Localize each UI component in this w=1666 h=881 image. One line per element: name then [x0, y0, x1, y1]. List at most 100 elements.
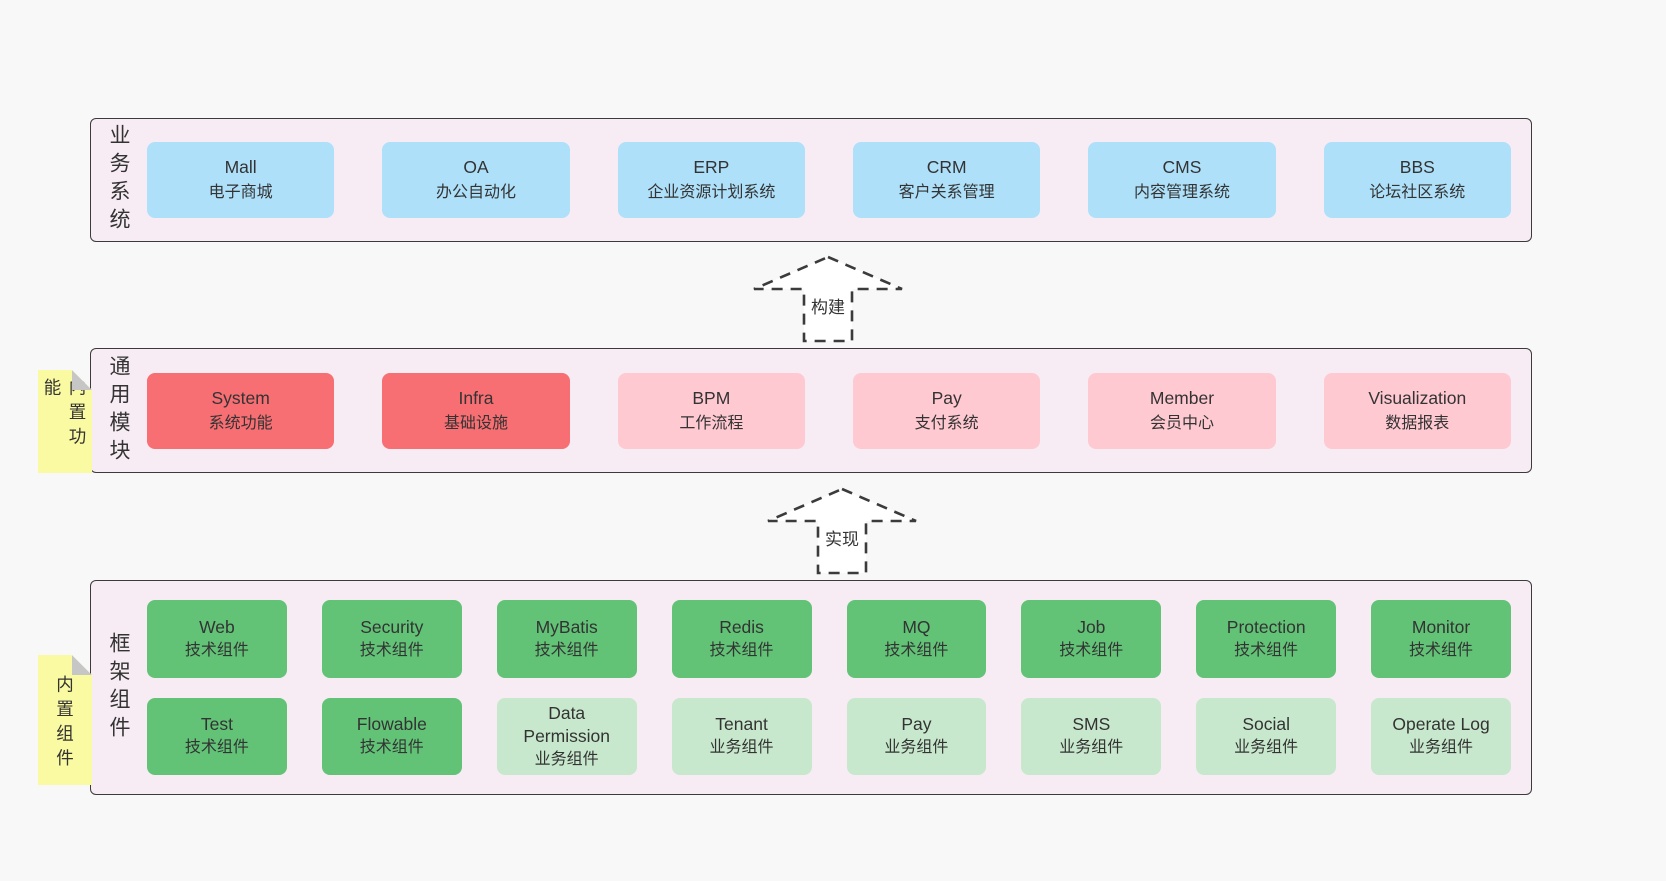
- common-modules-label: 通用模块: [107, 354, 130, 467]
- box-subtitle: 技术组件: [359, 641, 424, 659]
- box-title: BPM: [692, 387, 731, 408]
- diagram-box-pay: Pay 业务组件: [846, 697, 987, 775]
- box-subtitle: 技术组件: [709, 641, 774, 659]
- built-in-components-tab-label: 内置组件: [54, 675, 75, 773]
- box-subtitle: 技术组件: [359, 739, 424, 757]
- box-title: Infra: [458, 387, 494, 408]
- box-subtitle: 业务组件: [1409, 739, 1474, 757]
- business-systems-boxes: Mall 电子商城 OA 办公自动化 ERP 企业资源计划系统 CRM 客户关系管理 CMS 内容…: [145, 119, 1531, 241]
- diagram-box-social: Social 业务组件: [1196, 697, 1337, 775]
- box-subtitle: 支付系统: [914, 414, 979, 432]
- box-title: Social: [1242, 714, 1291, 735]
- box-title: SMS: [1072, 714, 1111, 735]
- box-title: Job: [1077, 616, 1106, 637]
- box-subtitle: 技术组件: [1059, 641, 1124, 659]
- box-subtitle: 业务组件: [1059, 739, 1124, 757]
- box-title: Data Permission: [523, 702, 610, 746]
- diagram-box-erp: ERP 企业资源计划系统: [617, 142, 805, 218]
- diagram-box-test: Test 技术组件: [147, 697, 287, 775]
- box-subtitle: 业务组件: [709, 739, 774, 757]
- box-title: Monitor: [1411, 616, 1471, 637]
- folded-corner-icon: [72, 370, 92, 390]
- box-title: CMS: [1162, 157, 1202, 177]
- framework-components-label: 框架组件: [107, 631, 130, 744]
- box-title: BBS: [1399, 157, 1435, 177]
- diagram-box-cms: CMS 内容管理系统: [1088, 142, 1276, 218]
- folded-corner-icon: [72, 655, 92, 675]
- box-title: Flowable: [356, 714, 427, 735]
- box-title: Pay: [931, 387, 962, 408]
- diagram-box-data-permission: Data Permission 业务组件: [496, 697, 637, 775]
- box-subtitle: 论坛社区系统: [1369, 184, 1466, 201]
- box-title: Test: [200, 714, 233, 735]
- box-subtitle: 技术组件: [184, 739, 249, 757]
- diagram-box-protection: Protection 技术组件: [1196, 600, 1337, 678]
- box-subtitle: 办公自动化: [435, 184, 516, 201]
- box-title: Protection: [1226, 616, 1306, 637]
- box-title: ERP: [693, 157, 730, 177]
- box-subtitle: 技术组件: [884, 641, 949, 659]
- box-subtitle: 数据报表: [1385, 414, 1450, 432]
- diagram-box-sms: SMS 业务组件: [1021, 697, 1162, 775]
- implement-arrow-label: 实现: [823, 524, 861, 551]
- box-subtitle: 客户关系管理: [898, 184, 995, 201]
- diagram-box-crm: CRM 客户关系管理: [852, 142, 1041, 218]
- box-subtitle: 业务组件: [534, 750, 599, 768]
- diagram-box-member: Member 会员中心: [1088, 372, 1276, 449]
- diagram-box-bbs: BBS 论坛社区系统: [1323, 142, 1511, 218]
- build-arrow-label: 构建: [809, 292, 847, 319]
- built-in-features-tab: 内置功能: [38, 370, 92, 473]
- box-subtitle: 技术组件: [1234, 641, 1299, 659]
- diagram-box-security: Security 技术组件: [321, 600, 462, 678]
- diagram-box-tenant: Tenant 业务组件: [671, 697, 812, 775]
- diagram-box-operate-log: Operate Log 业务组件: [1371, 697, 1511, 775]
- box-subtitle: 内容管理系统: [1133, 184, 1230, 201]
- diagram-box-flowable: Flowable 技术组件: [321, 697, 462, 775]
- box-subtitle: 企业资源计划系统: [647, 184, 776, 201]
- box-title: Operate Log: [1392, 714, 1490, 735]
- box-title: OA: [463, 157, 489, 177]
- built-in-components-tab: 内置组件: [38, 655, 92, 785]
- box-title: Visualization: [1368, 387, 1467, 408]
- box-title: Web: [199, 616, 235, 637]
- box-title: Security: [360, 616, 424, 637]
- diagram-box-mall: Mall 电子商城: [147, 142, 335, 218]
- diagram-box-web: Web 技术组件: [147, 600, 287, 678]
- box-title: Pay: [901, 714, 932, 735]
- box-title: Member: [1149, 387, 1215, 408]
- build-arrow: 构建: [746, 254, 910, 344]
- box-subtitle: 电子商城: [208, 184, 273, 201]
- diagram-box-pay: Pay 支付系统: [852, 372, 1041, 449]
- box-subtitle: 系统功能: [208, 414, 273, 432]
- box-subtitle: 业务组件: [1234, 739, 1299, 757]
- diagram-box-bpm: BPM 工作流程: [617, 372, 805, 449]
- diagram-box-oa: OA 办公自动化: [382, 142, 570, 218]
- diagram-box-visualization: Visualization 数据报表: [1323, 372, 1511, 449]
- box-title: CRM: [926, 157, 967, 177]
- diagram-box-job: Job 技术组件: [1021, 600, 1162, 678]
- box-subtitle: 技术组件: [1409, 641, 1474, 659]
- box-subtitle: 会员中心: [1149, 414, 1214, 432]
- business-systems-label: 业务系统: [107, 124, 130, 236]
- box-title: System: [211, 387, 270, 408]
- box-title: MyBatis: [535, 616, 598, 637]
- box-subtitle: 业务组件: [884, 739, 949, 757]
- box-title: Tenant: [715, 714, 768, 735]
- business-systems-panel: 业务系统 Mall 电子商城 OA 办公自动化 ERP 企业资源计划系统 CRM 客户关系管理…: [90, 118, 1532, 242]
- box-title: Mall: [224, 157, 257, 177]
- diagram-box-monitor: Monitor 技术组件: [1371, 600, 1511, 678]
- implement-arrow: 实现: [760, 486, 924, 576]
- box-subtitle: 技术组件: [534, 641, 599, 659]
- box-subtitle: 工作流程: [679, 414, 744, 432]
- diagram-box-mybatis: MyBatis 技术组件: [496, 600, 637, 678]
- box-subtitle: 技术组件: [184, 641, 249, 659]
